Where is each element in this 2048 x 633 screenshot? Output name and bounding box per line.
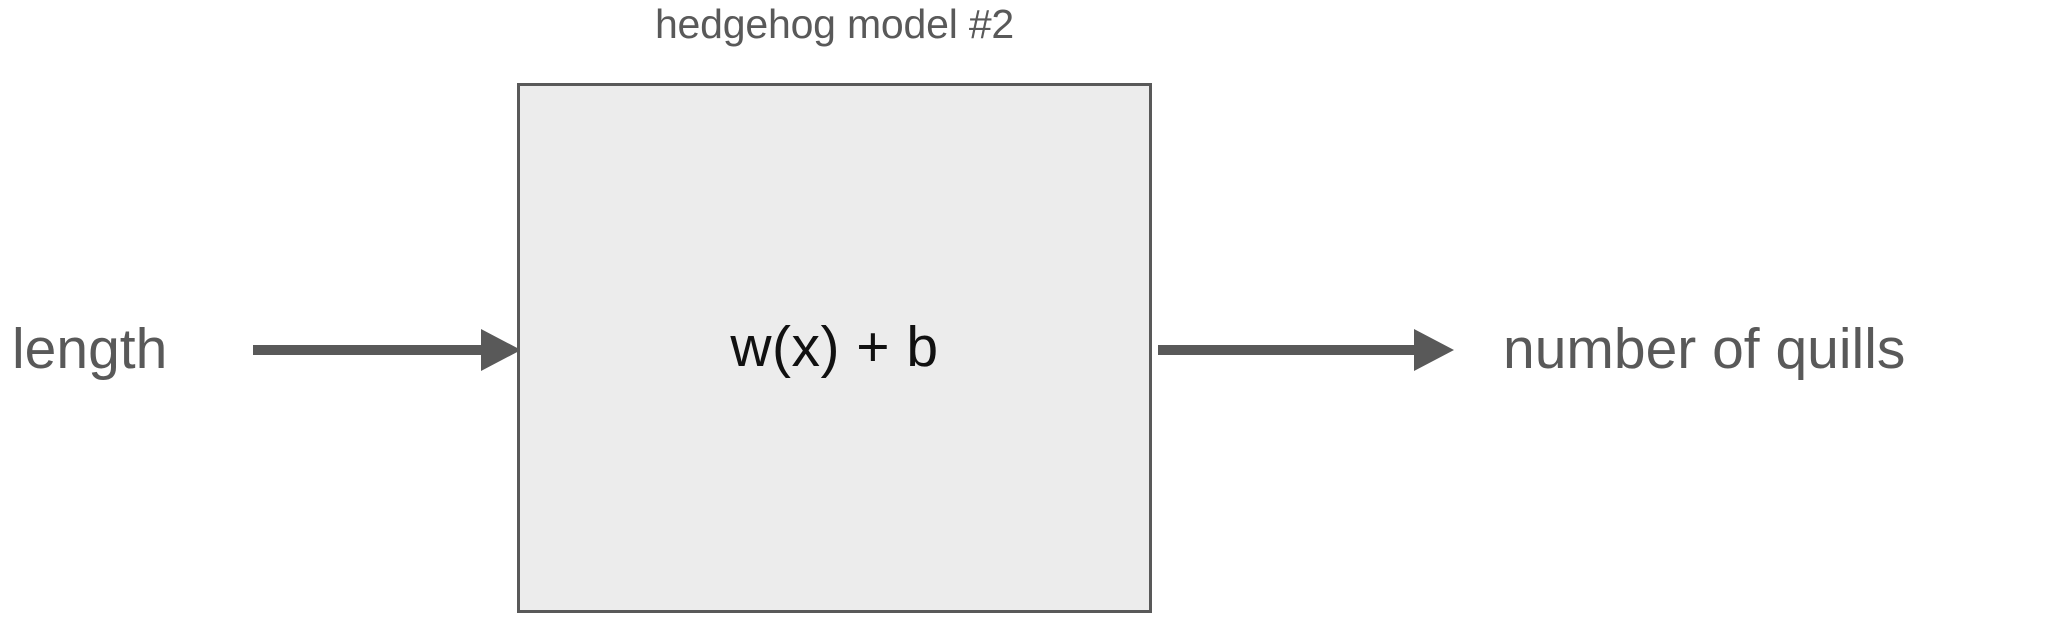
input-label: length <box>12 317 168 381</box>
model-box: w(x) + b <box>517 83 1152 613</box>
output-label: number of quills <box>1503 317 1906 381</box>
model-box-label: w(x) + b <box>730 314 939 379</box>
input-arrow-icon <box>253 327 521 373</box>
output-arrow-icon <box>1158 327 1454 373</box>
diagram-title: hedgehog model #2 <box>654 1 1015 47</box>
